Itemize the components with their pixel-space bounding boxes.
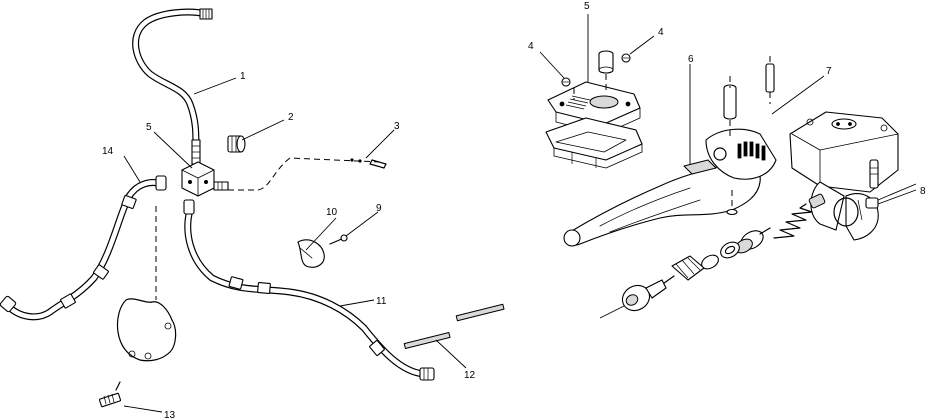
bracket-clip	[297, 239, 325, 268]
clamp-bolt-lower	[865, 197, 879, 209]
threaded-rods	[403, 303, 505, 349]
callout-3: 3	[394, 121, 400, 132]
lever-pivot-pin-bottom	[726, 190, 738, 216]
cover-screw-left	[561, 77, 571, 87]
callout-6: 6	[688, 54, 694, 65]
piston-o-ring	[720, 241, 740, 259]
mounting-bolt	[98, 381, 122, 408]
callout-10: 10	[326, 207, 338, 218]
caliper-bracket	[116, 298, 177, 362]
callout-13: 13	[164, 410, 176, 420]
junction-outlet-fitting	[213, 181, 229, 191]
callout-7: 7	[826, 66, 832, 77]
callout-8: 8	[920, 186, 926, 197]
cover-screw-right	[621, 53, 631, 63]
brake-line-dashed	[228, 157, 387, 191]
lever-pivot-bracket	[705, 128, 777, 180]
callout-11: 11	[376, 296, 387, 307]
callout-labels: 1 2 3 5 14 11 12 10 9 13 5 4 4 6 7 8	[102, 1, 926, 420]
lever-pivot-pin	[723, 76, 737, 136]
piston-cup-seal	[735, 227, 771, 254]
leader-lines	[123, 14, 917, 413]
push-rod-end	[621, 275, 675, 312]
pivot-bracket-ribs	[737, 141, 766, 161]
piston-spring	[773, 193, 826, 239]
master-cylinder-body	[789, 111, 899, 193]
small-screw	[329, 234, 348, 245]
callout-12: 12	[464, 370, 476, 381]
left-brake-hose	[0, 175, 167, 321]
brake-lever	[563, 159, 761, 247]
brake-junction-block	[181, 161, 215, 197]
callout-5-left: 5	[146, 122, 152, 133]
reservoir-diaphragm	[545, 117, 643, 169]
callout-4-left: 4	[528, 41, 534, 52]
adjuster-pin	[765, 56, 775, 104]
callout-5-right: 5	[584, 1, 590, 12]
push-rod-boot	[671, 255, 705, 281]
cover-ribs	[565, 95, 591, 110]
callout-4-right: 4	[658, 27, 664, 38]
banjo-fitting	[227, 135, 246, 153]
callout-2: 2	[288, 112, 294, 123]
upper-brake-hose	[132, 8, 213, 165]
callout-1: 1	[240, 71, 246, 82]
callout-9: 9	[376, 203, 382, 214]
lower-brake-hose	[183, 199, 435, 381]
callout-14: 14	[102, 146, 114, 157]
reservoir-plug	[598, 50, 614, 74]
reservoir-cover	[547, 81, 641, 135]
clamp-bolt-upper	[869, 159, 879, 189]
